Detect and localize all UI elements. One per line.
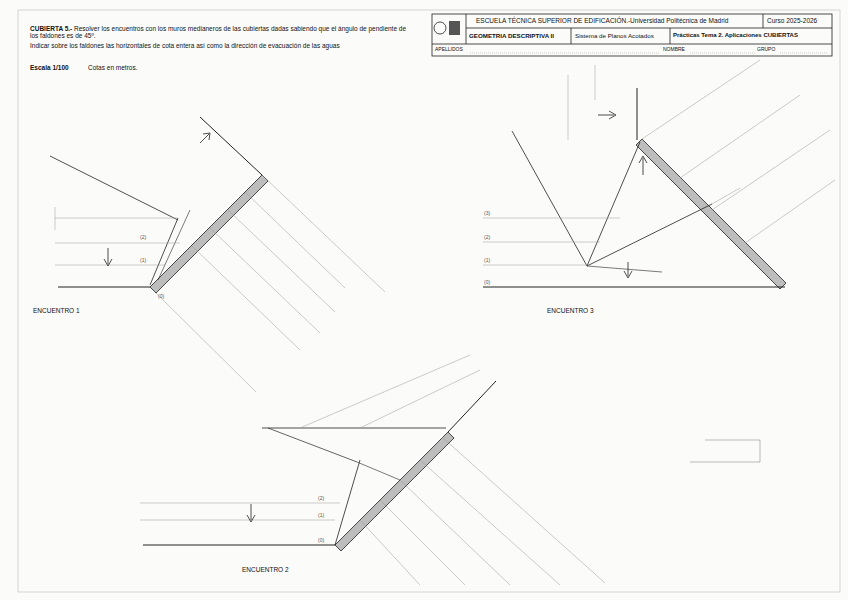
- elevation-mark: (2): [140, 235, 146, 241]
- elevation-mark: (1): [140, 258, 146, 264]
- header-cell-text: Curso 2025-2026: [767, 17, 817, 24]
- elevation-mark: (3): [484, 211, 490, 217]
- elevation-mark: (2): [318, 496, 324, 502]
- instruction-text: Cotas en metros.: [88, 64, 138, 71]
- elevation-mark: (0): [484, 280, 490, 286]
- header-cell-text: APELLIDOS: [435, 47, 463, 53]
- drawing-caption: ENCUENTRO 1: [33, 307, 80, 314]
- drawing-caption: ENCUENTRO 3: [547, 307, 594, 314]
- elevation-mark: (0): [318, 538, 324, 544]
- header-cell-text: GEOMETRIA DESCRIPTIVA II: [469, 32, 554, 39]
- header-cell-text: ESCUELA TÉCNICA SUPERIOR DE EDIFICACIÓN.…: [476, 17, 728, 24]
- elevation-mark: (0): [158, 294, 164, 300]
- elevation-mark: (1): [318, 513, 324, 519]
- elevation-mark: (2): [484, 235, 490, 241]
- header-cell-text: NOMBRE: [663, 47, 685, 53]
- elevation-mark: (1): [484, 258, 490, 264]
- header-cell-text: GRUPO: [757, 47, 775, 53]
- instruction-text: Indicar sobre los faldones las horizonta…: [30, 42, 340, 49]
- instruction-text: Resolver los encuentros con los muros me…: [30, 25, 408, 40]
- instruction-text: Escala 1/100: [30, 64, 69, 71]
- header-cell-text: Prácticas Tema 2. Aplicaciones CUBIERTAS: [673, 32, 798, 39]
- header-cell-text: Sistema de Planos Acotados: [575, 32, 654, 39]
- drawing-caption: ENCUENTRO 2: [242, 566, 289, 573]
- instruction-text: CUBIERTA 5.-: [30, 25, 72, 32]
